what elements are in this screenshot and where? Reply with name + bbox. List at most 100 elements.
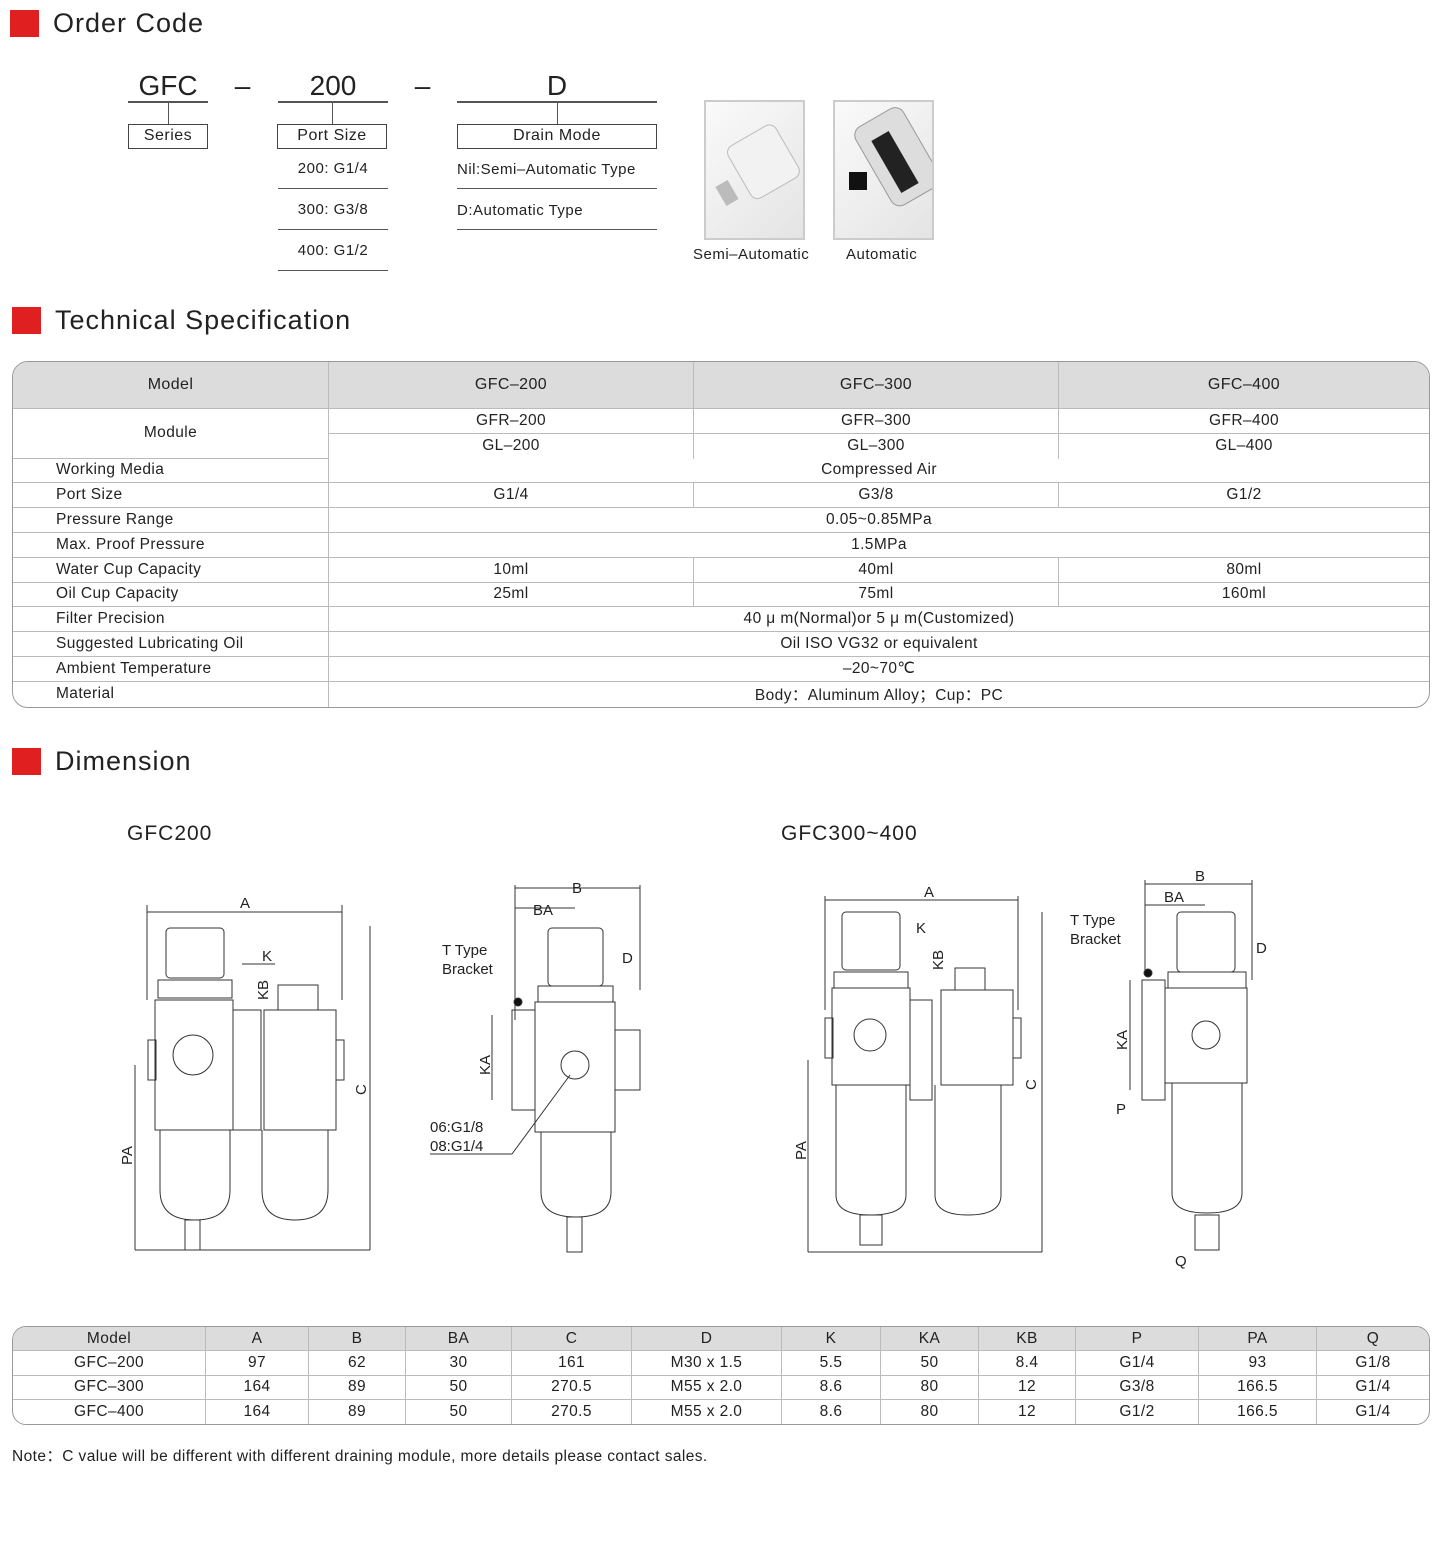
header-cell: GFC–200: [329, 362, 694, 409]
cell: G1/8: [1317, 1351, 1429, 1376]
drain-option: Nil:Semi–Automatic Type: [457, 161, 636, 178]
photo-caption: Automatic: [846, 246, 918, 263]
cell: 5.5: [782, 1351, 881, 1376]
dim-label-a: A: [924, 884, 934, 901]
cell: 62: [309, 1351, 406, 1376]
note: Note：C value will be different with diff…: [12, 1448, 708, 1465]
connector: [557, 102, 558, 124]
section-tech-spec: Technical Specification: [12, 305, 351, 336]
port-option: 200: G1/4: [297, 160, 369, 177]
cell: 166.5: [1199, 1399, 1317, 1425]
header-cell: Q: [1317, 1327, 1429, 1352]
cell: 270.5: [512, 1375, 632, 1400]
section-dimension: Dimension: [12, 746, 192, 777]
cell: G1/4: [1076, 1351, 1199, 1376]
cell: 50: [406, 1375, 512, 1400]
dim-label-p: P: [1116, 1101, 1126, 1118]
divider: [457, 188, 657, 189]
section-order-code: Order Code: [10, 8, 204, 39]
dim-label-ba: BA: [533, 902, 553, 919]
cell: 89: [309, 1399, 406, 1425]
drain-code: D: [546, 70, 568, 101]
dim-label-pa: PA: [793, 1141, 810, 1160]
divider: [278, 270, 388, 271]
cell: 164: [206, 1399, 309, 1425]
cell: GL–300: [694, 433, 1059, 459]
section-title: Technical Specification: [55, 305, 352, 335]
header-cell: B: [309, 1327, 406, 1352]
table-row: Module GFR–200 GFR–300 GFR–400: [13, 409, 1429, 459]
cell: GFR–200: [329, 409, 694, 434]
cell: 80ml: [1059, 558, 1429, 583]
cell: G1/4: [1317, 1376, 1429, 1400]
cell: 8.6: [782, 1399, 881, 1425]
header-cell: KA: [881, 1327, 979, 1352]
row-label: Working Media: [13, 458, 329, 484]
dim-label-c: C: [1023, 1079, 1040, 1090]
section-marker: [12, 307, 41, 334]
automatic-drain-photo: [833, 100, 941, 240]
cell: Compressed Air: [329, 459, 1429, 484]
port-option: 400: G1/2: [297, 242, 369, 259]
dim-label-c: C: [353, 1084, 370, 1095]
drawing-title: GFC300~400: [781, 822, 918, 845]
connector: [332, 102, 333, 124]
cell: 50: [406, 1399, 512, 1425]
header-cell: C: [512, 1327, 632, 1352]
row-label: Port Size: [13, 483, 329, 509]
semi-automatic-drain-photo: [704, 100, 805, 240]
cell: 166.5: [1199, 1375, 1317, 1400]
cell: M55 x 2.0: [632, 1399, 782, 1425]
divider: [457, 229, 657, 230]
row-label: Suggested Lubricating Oil: [13, 632, 329, 657]
dim-label-k: K: [916, 920, 926, 937]
dash: –: [234, 70, 251, 101]
cell: 160ml: [1059, 583, 1429, 608]
dim-label-ka: KA: [477, 1055, 494, 1075]
series-label: Series: [128, 124, 208, 149]
cell: 97: [206, 1351, 309, 1376]
cell: 8.6: [782, 1375, 881, 1400]
port-code: 200: [309, 70, 357, 101]
section-title: Order Code: [53, 8, 205, 38]
cell: 10ml: [329, 557, 694, 583]
cell: GFC–200: [13, 1351, 206, 1376]
cell: G1/2: [1059, 483, 1429, 509]
port-label: 08:G1/4: [430, 1138, 483, 1155]
header-cell: KB: [979, 1327, 1076, 1352]
row-label: Material: [13, 681, 329, 707]
cell: G1/4: [329, 483, 694, 509]
divider: [278, 101, 388, 103]
port-label: 06:G1/8: [430, 1119, 483, 1136]
cell: 1.5MPa: [329, 533, 1429, 558]
row-label: Module: [13, 409, 329, 459]
header-cell: Model: [13, 362, 329, 409]
dim-label-b: B: [572, 880, 582, 897]
port-size-label: Port Size: [277, 124, 387, 149]
cell: 161: [512, 1351, 632, 1376]
cell: GL–200: [329, 433, 694, 459]
drain-mode-label: Drain Mode: [457, 124, 657, 149]
cell: 80: [881, 1399, 979, 1425]
row-label: Ambient Temperature: [13, 656, 329, 682]
section-title: Dimension: [55, 746, 192, 776]
cell: 75ml: [694, 582, 1059, 608]
header-cell: BA: [406, 1327, 512, 1352]
row-label: Water Cup Capacity: [13, 557, 329, 583]
dash: –: [414, 70, 431, 101]
cell: 93: [1199, 1351, 1317, 1376]
header-cell: A: [206, 1327, 309, 1352]
dimension-drawings: A K KB PA C B BA T Type Bracket D KA 06:…: [119, 868, 1267, 1270]
row-label: Oil Cup Capacity: [13, 582, 329, 608]
